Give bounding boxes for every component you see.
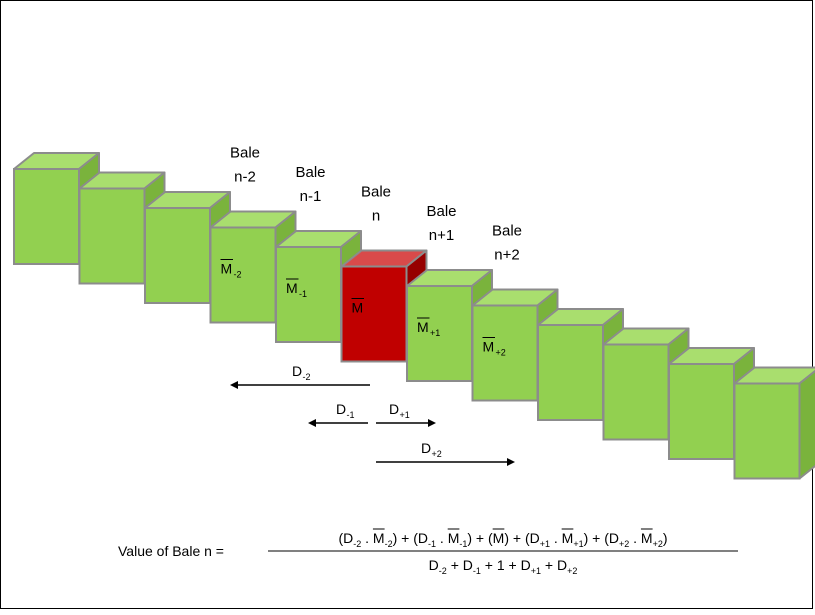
equation-mean-symbol: M [373, 530, 385, 546]
bale-label: Bale [426, 203, 456, 220]
equation-subscript: +1 [573, 539, 583, 549]
bale-index-label: n+2 [494, 247, 519, 264]
equation-subscript: -2 [353, 539, 361, 549]
bale-index-label: n+1 [429, 227, 454, 244]
bale-mean-symbol: M [483, 339, 495, 355]
equation-term: + D [447, 557, 473, 573]
equation-term: + 1 + D [481, 557, 531, 573]
equation-term: + D [541, 557, 567, 573]
bale-label: Bale [295, 164, 325, 181]
bale-mean-subscript: +1 [430, 328, 440, 338]
bale-cube [735, 368, 815, 479]
bale-cube-front [80, 189, 145, 284]
equation-term: ) + (D [584, 530, 619, 546]
equation-subscript: +1 [531, 566, 541, 576]
bale-label: Bale [492, 223, 522, 240]
bale-mean-subscript: -2 [234, 270, 242, 280]
distance-label: D [336, 401, 346, 417]
distance-label: D [292, 363, 302, 379]
equation-term: ) [663, 530, 668, 546]
bale-label: Bale [361, 184, 391, 201]
distance-label: D [389, 401, 399, 417]
bale-mean-symbol: M [417, 319, 429, 335]
bale-mean-symbol: M [221, 261, 233, 277]
equation-mean-symbol: M [448, 530, 460, 546]
bale-mean-symbol: M [352, 300, 364, 316]
bale-index-label: n-1 [300, 188, 322, 205]
distance-label-subscript: -2 [303, 372, 311, 382]
equation-subscript: -2 [439, 566, 447, 576]
equation-subscript: +2 [653, 539, 663, 549]
equation-subscript: +2 [567, 566, 577, 576]
bale-index-label: n [372, 208, 380, 225]
equation-subscript: -2 [385, 539, 393, 549]
equation-term: . [550, 530, 562, 546]
bale-cube-front [669, 364, 734, 459]
equation-subscript: +2 [619, 539, 629, 549]
equation-term: . [361, 530, 373, 546]
equation-term: ) + ( [467, 530, 493, 546]
equation-term: ) + (D [504, 530, 539, 546]
bale-cube-front [735, 384, 800, 479]
equation-term: . [629, 530, 641, 546]
equation-mean-symbol: M [493, 530, 505, 546]
bale-mean-subscript: -1 [299, 289, 307, 299]
bale-cube-front [14, 169, 79, 264]
distance-label: D [421, 440, 431, 456]
bale-cube-side [800, 368, 815, 479]
distance-label-subscript: -1 [347, 410, 355, 420]
bale-index-label: n-2 [234, 169, 256, 186]
equation-subscript: -1 [459, 539, 467, 549]
equation-subscript: -1 [428, 539, 436, 549]
equation-lhs: Value of Bale n = [118, 543, 224, 559]
equation-term: . [436, 530, 448, 546]
bale-mean-subscript: +2 [496, 348, 506, 358]
equation-term: (D [338, 530, 353, 546]
bale-cube-front [145, 208, 210, 303]
equation-mean-symbol: M [562, 530, 574, 546]
equation-subscript: -1 [473, 566, 481, 576]
equation-mean-symbol: M [641, 530, 653, 546]
bale-cube-front [604, 345, 669, 440]
equation-term: ) + (D [393, 530, 428, 546]
bale-label: Bale [230, 145, 260, 162]
distance-label-subscript: +1 [400, 410, 410, 420]
bale-cube-front [538, 325, 603, 420]
distance-label-subscript: +2 [432, 449, 442, 459]
equation-subscript: +1 [540, 539, 550, 549]
equation-term: D [429, 557, 439, 573]
bale-mean-symbol: M [286, 280, 298, 296]
